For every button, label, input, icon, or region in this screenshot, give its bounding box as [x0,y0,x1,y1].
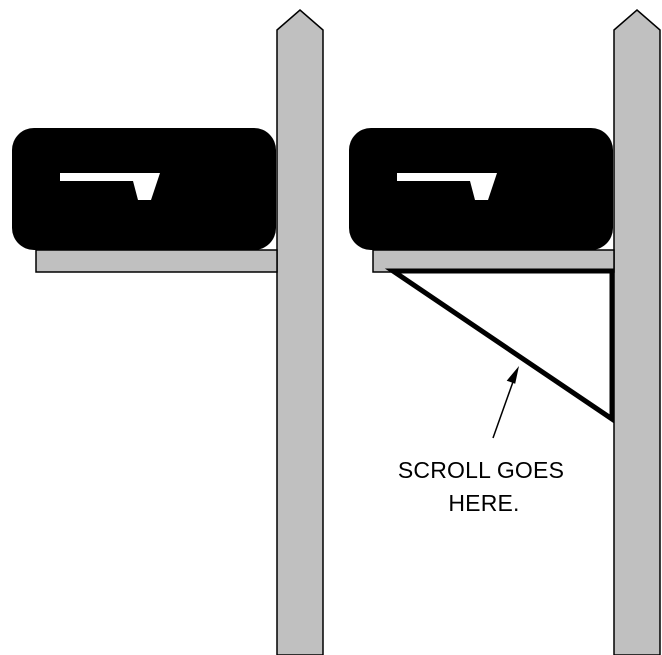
right-mailbox-flag [397,173,497,200]
scroll-bracket-triangle [384,268,615,424]
annotation-leader-line [492,378,515,439]
left-mailbox-shelf [35,249,278,273]
left-mailbox-flag [60,173,160,200]
scroll-annotation: SCROLL GOES HERE. [398,366,564,516]
left-mailbox-assembly [12,9,324,655]
annotation-label-line-2: HERE. [448,490,519,516]
annotation-arrowhead [506,366,519,384]
right-post [613,9,661,655]
left-post [276,9,324,655]
right-mailbox-assembly [349,9,661,655]
annotation-label-line-1: SCROLL GOES [398,457,564,483]
